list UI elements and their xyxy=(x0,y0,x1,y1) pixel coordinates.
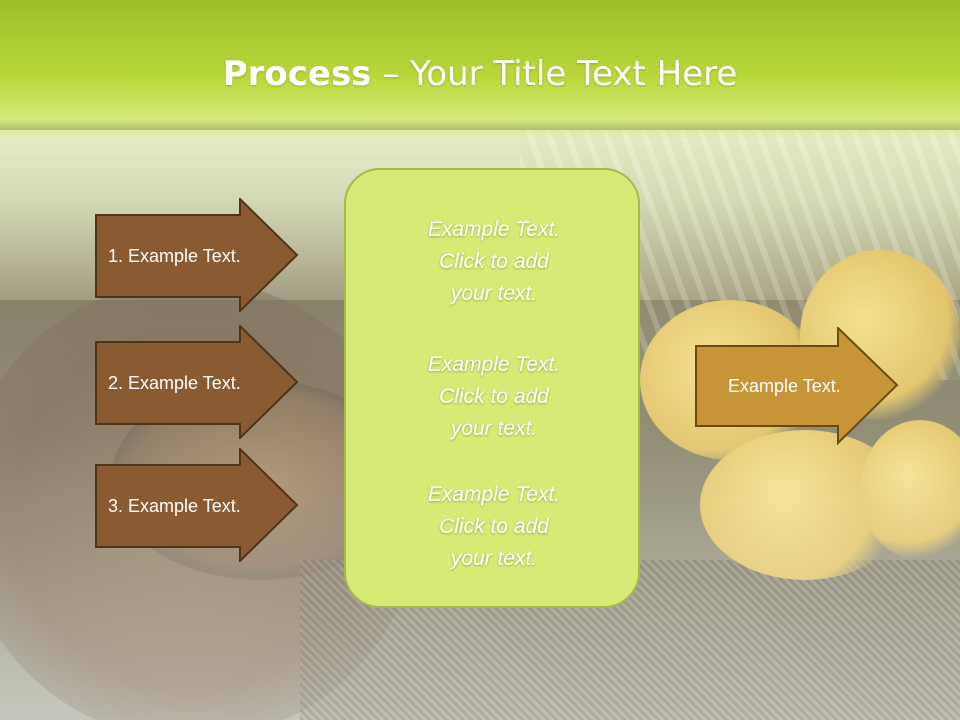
block-line: Example Text. xyxy=(427,218,561,241)
result-arrow[interactable]: Example Text. xyxy=(695,327,900,445)
step-arrow-1[interactable]: 1. Example Text. xyxy=(95,198,300,312)
block-line: Click to add xyxy=(439,250,549,273)
title-bold: Process xyxy=(222,54,372,94)
step-label: 3. Example Text. xyxy=(108,495,241,516)
block-line: Example Text. xyxy=(427,353,561,376)
step-label: 1. Example Text. xyxy=(108,245,241,266)
center-text-block-3[interactable]: Example Text. Click to add your text. xyxy=(346,479,642,575)
step-arrow-2[interactable]: 2. Example Text. xyxy=(95,325,300,439)
center-text-block-2[interactable]: Example Text. Click to add your text. xyxy=(346,349,642,445)
slide-title[interactable]: Process – Your Title Text Here xyxy=(0,52,960,96)
result-label: Example Text. xyxy=(728,375,841,396)
block-line: Example Text. xyxy=(427,483,561,506)
step-label: 2. Example Text. xyxy=(108,372,241,393)
arrow-shape xyxy=(695,327,899,445)
title-band xyxy=(0,0,960,140)
arrow-shape xyxy=(95,198,299,312)
step-arrow-3[interactable]: 3. Example Text. xyxy=(95,448,300,562)
center-text-block-1[interactable]: Example Text. Click to add your text. xyxy=(346,214,642,310)
block-line: Click to add xyxy=(439,515,549,538)
arrow-shape xyxy=(95,448,299,562)
block-line: your text. xyxy=(450,417,538,440)
block-line: your text. xyxy=(450,282,538,305)
block-line: Click to add xyxy=(439,385,549,408)
arrow-shape xyxy=(95,325,299,439)
block-line: your text. xyxy=(450,547,538,570)
center-text-box[interactable]: Example Text. Click to add your text. Ex… xyxy=(344,168,640,608)
title-rest: – Your Title Text Here xyxy=(371,54,738,94)
